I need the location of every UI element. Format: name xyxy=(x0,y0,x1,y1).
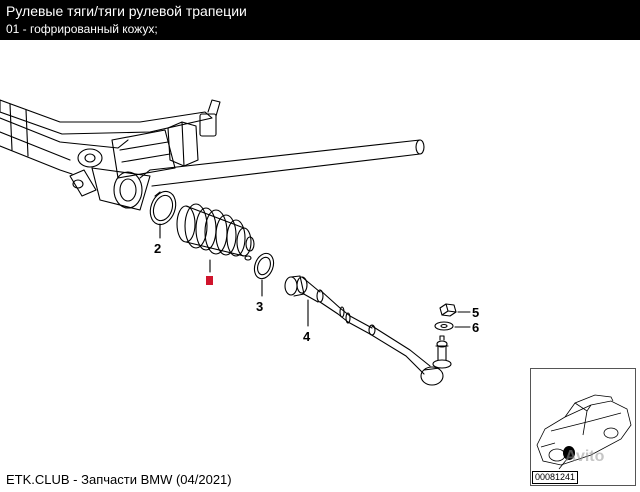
highlight-marker xyxy=(206,276,213,285)
clamp-ring-2 xyxy=(149,190,177,226)
outer-tie-rod-end xyxy=(369,325,452,386)
car-outline-icon xyxy=(536,394,632,470)
header-bar: Рулевые тяги/тяги рулевой трапеции 01 - … xyxy=(0,0,640,40)
callout-4: 4 xyxy=(303,329,311,344)
bellows-boot-1 xyxy=(176,203,255,261)
exploded-view-svg: 2 3 4 5 6 xyxy=(0,99,479,386)
callout-3: 3 xyxy=(256,299,263,314)
footer-credit: ETK.CLUB - Запчасти BMW (04/2021) xyxy=(6,472,232,487)
washer-6 xyxy=(434,321,454,331)
callout-6: 6 xyxy=(472,320,479,335)
callout-5: 5 xyxy=(472,305,479,320)
diagram-code: 00081241 xyxy=(532,471,579,484)
clamp-ring-3 xyxy=(253,252,275,280)
nut-5 xyxy=(439,303,457,317)
page-title: Рулевые тяги/тяги рулевой трапеции xyxy=(6,3,247,19)
watermark: Avito xyxy=(565,448,605,465)
vehicle-thumbnail[interactable]: 00081241 xyxy=(530,368,636,486)
inner-tie-rod-4 xyxy=(284,275,376,336)
callout-2: 2 xyxy=(154,241,161,256)
parts-diagram: 2 3 4 5 6 xyxy=(0,40,640,480)
steering-rack-housing xyxy=(0,99,425,211)
highlight-location-dot xyxy=(563,446,575,460)
part-legend: 01 - гофрированный кожух; xyxy=(6,22,158,36)
